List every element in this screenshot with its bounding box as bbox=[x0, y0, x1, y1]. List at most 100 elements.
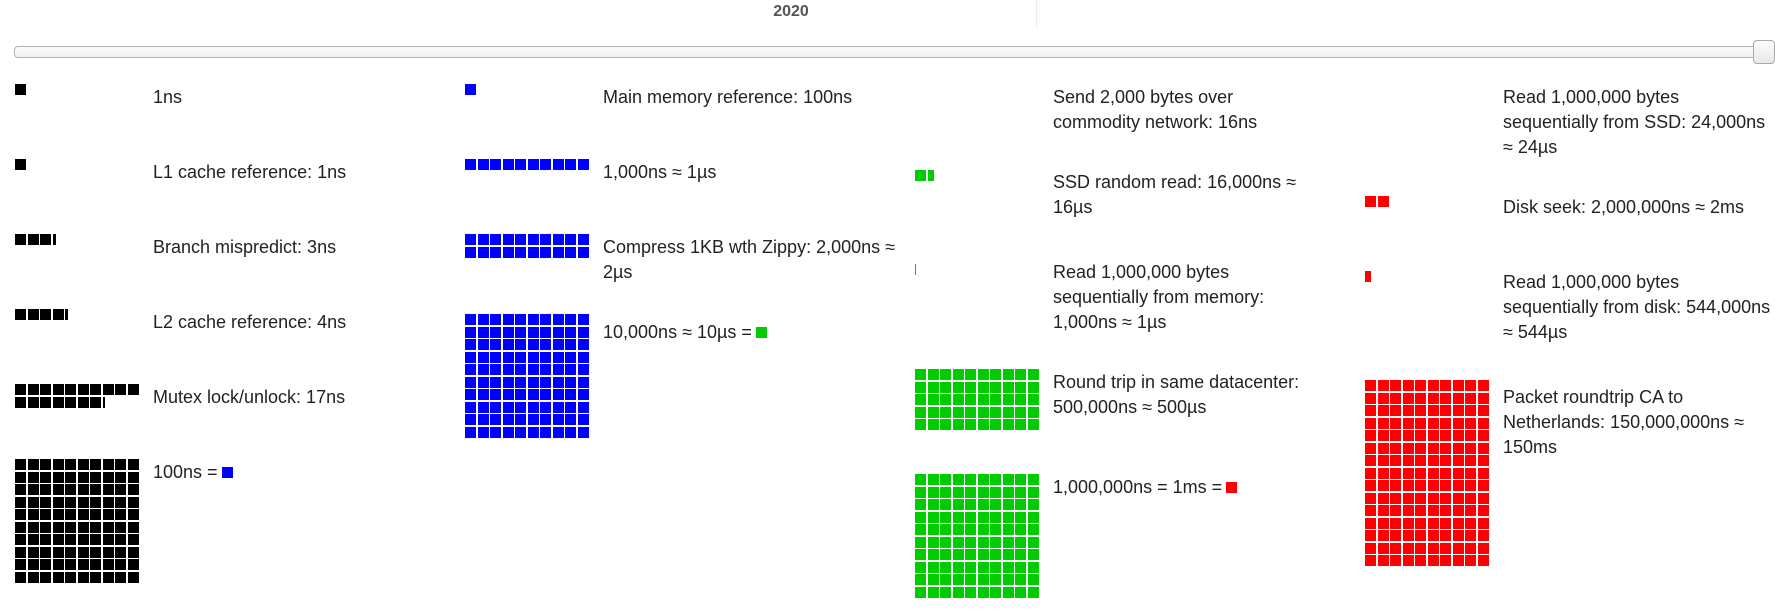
block-square bbox=[552, 159, 564, 170]
block-square bbox=[52, 496, 64, 508]
block-square bbox=[52, 471, 64, 483]
block-square bbox=[1365, 392, 1376, 404]
block-square bbox=[927, 586, 939, 598]
block-square bbox=[77, 521, 89, 533]
block-square bbox=[565, 376, 576, 388]
block-square bbox=[527, 314, 539, 325]
block-grid bbox=[1365, 271, 1490, 282]
block-square bbox=[77, 384, 89, 395]
block-square bbox=[940, 381, 951, 393]
block-square bbox=[502, 314, 514, 325]
block-square bbox=[27, 234, 39, 245]
block-square bbox=[1015, 524, 1026, 535]
year-slider-track[interactable] bbox=[14, 46, 1764, 58]
block-square bbox=[515, 326, 526, 338]
block-square bbox=[952, 369, 964, 380]
block-square bbox=[965, 499, 976, 510]
block-square bbox=[1027, 369, 1039, 380]
block-square bbox=[102, 496, 114, 508]
latency-label: Read 1,000,000 bytes sequentially from d… bbox=[1503, 270, 1773, 345]
block-square bbox=[15, 159, 26, 170]
block-square bbox=[1440, 417, 1451, 429]
block-square bbox=[27, 496, 39, 508]
block-square bbox=[1377, 430, 1389, 441]
block-square bbox=[1402, 467, 1414, 479]
block-square bbox=[90, 559, 101, 570]
block-square bbox=[1365, 196, 1376, 207]
block-square bbox=[1415, 405, 1426, 416]
block-square bbox=[1390, 542, 1401, 554]
block-square bbox=[565, 159, 576, 170]
block-square bbox=[952, 561, 964, 573]
block-square bbox=[527, 401, 539, 413]
block-square bbox=[1477, 392, 1489, 404]
block-square bbox=[502, 414, 514, 425]
block-square bbox=[1027, 394, 1039, 405]
block-square bbox=[1452, 405, 1464, 416]
block-square bbox=[465, 389, 476, 400]
block-square bbox=[1015, 406, 1026, 418]
block-square bbox=[1427, 542, 1439, 554]
block-grid bbox=[15, 459, 140, 583]
block-square bbox=[1015, 561, 1026, 573]
block-square bbox=[927, 511, 939, 523]
block-square bbox=[465, 234, 476, 245]
block-square bbox=[1002, 369, 1014, 380]
partial-square bbox=[1365, 271, 1372, 282]
block-square bbox=[477, 389, 489, 400]
block-square bbox=[90, 546, 101, 558]
block-square bbox=[27, 309, 39, 320]
block-square bbox=[502, 389, 514, 400]
block-square bbox=[40, 234, 51, 245]
block-square bbox=[1452, 492, 1464, 504]
block-square bbox=[102, 571, 114, 583]
block-square bbox=[1002, 486, 1014, 498]
block-grid bbox=[915, 170, 1040, 181]
block-square bbox=[515, 376, 526, 388]
partial-square bbox=[915, 264, 917, 275]
block-square bbox=[1390, 517, 1401, 529]
block-square bbox=[1477, 505, 1489, 516]
block-square bbox=[1415, 380, 1426, 391]
block-square bbox=[1377, 530, 1389, 541]
block-square bbox=[52, 396, 64, 408]
block-square bbox=[65, 459, 76, 470]
block-square bbox=[565, 401, 576, 413]
block-square bbox=[1015, 394, 1026, 405]
block-square bbox=[940, 419, 951, 430]
block-square bbox=[927, 499, 939, 510]
block-square bbox=[540, 246, 551, 258]
block-square bbox=[965, 474, 976, 485]
block-square bbox=[1465, 405, 1476, 416]
block-square bbox=[90, 459, 101, 470]
block-square bbox=[1002, 561, 1014, 573]
block-square bbox=[1015, 474, 1026, 485]
block-square bbox=[1440, 430, 1451, 441]
block-square bbox=[527, 376, 539, 388]
block-square bbox=[977, 536, 989, 548]
block-square bbox=[490, 246, 501, 258]
block-square bbox=[465, 401, 476, 413]
block-square bbox=[952, 549, 964, 560]
latency-label-text: Mutex lock/unlock: 17ns bbox=[153, 387, 346, 407]
block-square bbox=[127, 534, 139, 545]
block-square bbox=[577, 389, 589, 400]
block-square bbox=[1027, 536, 1039, 548]
block-square bbox=[1027, 419, 1039, 430]
block-square bbox=[1002, 586, 1014, 598]
year-slider-handle[interactable] bbox=[1753, 40, 1775, 64]
block-grid bbox=[465, 159, 590, 170]
block-square bbox=[1440, 517, 1451, 529]
block-square bbox=[127, 546, 139, 558]
block-square bbox=[1452, 417, 1464, 429]
block-square bbox=[1440, 505, 1451, 516]
block-square bbox=[1440, 530, 1451, 541]
block-square bbox=[1415, 505, 1426, 516]
latency-label: Branch mispredict: 3ns bbox=[153, 235, 443, 260]
block-square bbox=[965, 419, 976, 430]
block-square bbox=[65, 384, 76, 395]
block-square bbox=[565, 326, 576, 338]
block-square bbox=[915, 394, 926, 405]
block-square bbox=[1427, 380, 1439, 391]
block-square bbox=[1002, 394, 1014, 405]
